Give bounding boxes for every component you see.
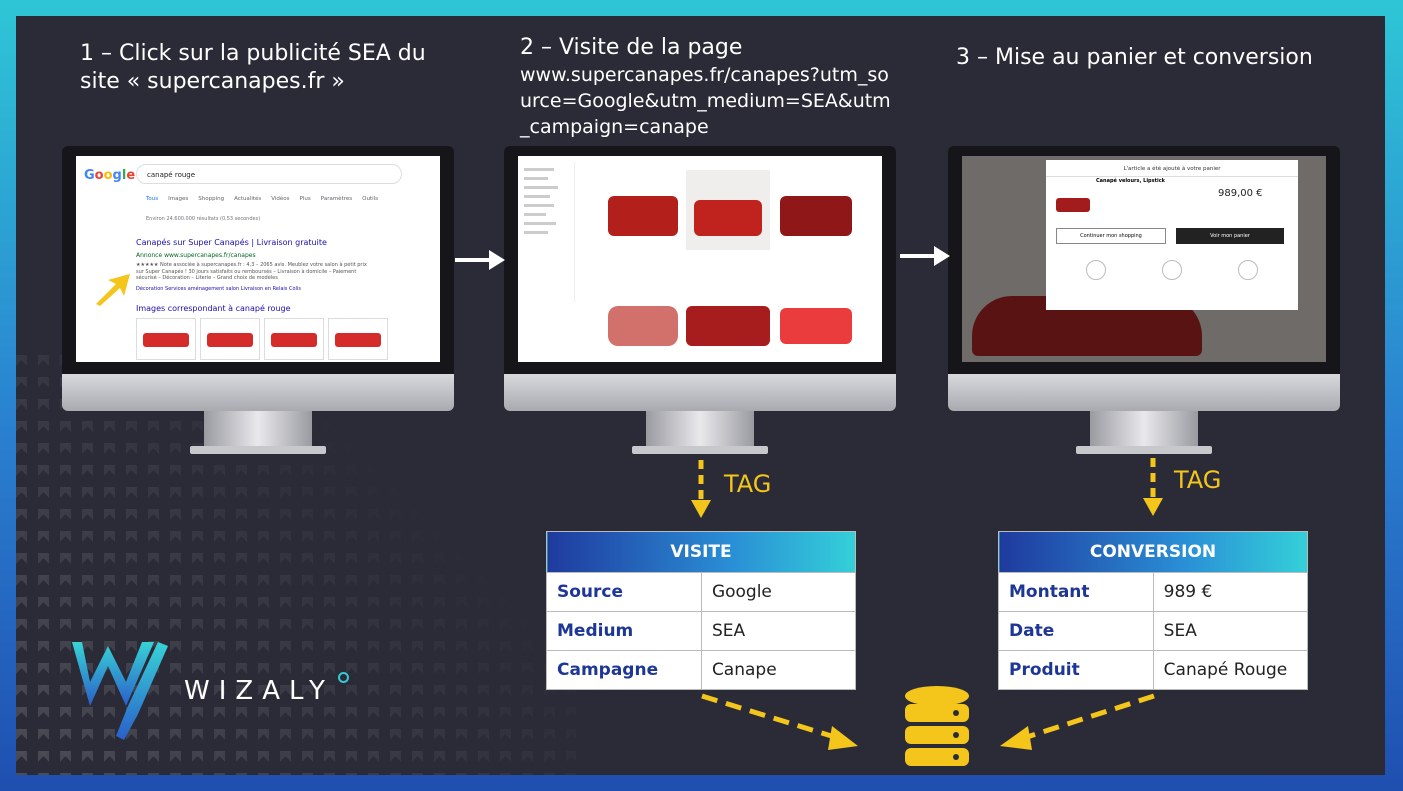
view-cart-button[interactable]: Voir mon panier [1176,228,1284,244]
cart-screen: L'article a été ajouté à votre panier Ca… [962,156,1326,362]
continue-shopping-button[interactable]: Continuer mon shopping [1056,228,1166,244]
conversion-key: Date [998,611,1154,651]
cart-price: 989,00 € [1218,188,1263,199]
ad-url[interactable]: Annonce www.supercanapes.fr/canapes [136,252,256,259]
conversion-value: 989 € [1152,572,1309,612]
filter-sidebar [524,162,575,302]
results-count: Environ 24.600.000 résultats (0,53 secon… [146,216,261,222]
conversion-value: SEA [1152,611,1309,651]
product-image-3[interactable] [780,196,852,236]
product-listing-screen [518,156,882,362]
step-3-caption: 3 – Mise au panier et conversion [956,45,1313,70]
dashed-arrow-left-icon [701,693,858,750]
visite-value: Google [700,572,857,612]
conversion-key: Montant [998,572,1154,612]
brand-dot-icon [338,672,349,683]
product-image-2[interactable] [686,170,770,250]
image-thumbnails [136,318,388,360]
visite-value: SEA [700,611,857,651]
delivery-icon [1086,260,1106,280]
arrow-right-2-icon [900,246,950,266]
database-icon [905,686,969,766]
google-results-screen: Google canapé rouge Tous Images Shopping Ac… [76,156,440,362]
dashed-arrow-right-icon [1000,693,1155,750]
step-2-caption: 2 – Visite de la page [520,35,743,60]
visite-key: Campagne [546,650,702,690]
tab-images[interactable]: Images [168,196,189,202]
google-logo: Google [84,168,136,183]
visite-key: Medium [546,611,702,651]
tab-shopping[interactable]: Shopping [198,196,225,202]
slide-canvas: 1 – Click sur la publicité SEA du site «… [16,16,1385,775]
conversion-key: Produit [998,650,1154,690]
tab-plus[interactable]: Plus [299,196,311,202]
images-section-title[interactable]: Images correspondant à canapé rouge [136,304,291,313]
brand-name: WIZALY [184,676,334,706]
payment-icon [1238,260,1258,280]
tag-arrow-2-icon [1143,458,1163,516]
search-query: canapé rouge [147,171,196,179]
cart-popup: L'article a été ajouté à votre panier Ca… [1046,160,1298,310]
step-1-caption: 1 – Click sur la publicité SEA du site «… [80,41,426,94]
wizaly-logo-icon [72,642,168,740]
ad-sitelinks[interactable]: Décoration Services aménagement salon Li… [136,286,301,292]
ad-description: ★★★★★ Note associée à supercanapes.fr : … [136,262,367,281]
arrow-pointer-icon [96,274,130,306]
google-search-input[interactable]: canapé rouge [136,164,402,184]
ad-title-link[interactable]: Canapés sur Super Canapés | Livraison gr… [136,238,327,247]
tab-videos[interactable]: Vidéos [271,196,290,202]
step-2-url: www.supercanapes.fr/canapes?utm_source=G… [520,64,891,138]
google-tabs: Tous Images Shopping Actualités Vidéos Plus Pa… [146,196,388,202]
cart-product-name: Canapé velours, Lipstick [1096,178,1165,184]
conversion-value: Canapé Rouge [1152,650,1309,690]
product-image-1[interactable] [608,196,678,236]
product-image-4[interactable] [608,306,678,346]
arrow-right-1-icon [455,250,505,270]
visite-title: VISITE [546,531,856,573]
tag-label-1: TAG [724,470,772,498]
tab-actualites[interactable]: Actualités [234,196,262,202]
tag-label-2: TAG [1174,466,1222,494]
tab-outils[interactable]: Outils [362,196,379,202]
return-icon [1162,260,1182,280]
conversion-title: CONVERSION [998,531,1308,573]
tab-parametres[interactable]: Paramètres [320,196,353,202]
product-image-5[interactable] [686,306,770,346]
cart-popup-header: L'article a été ajouté à votre panier [1046,160,1298,177]
tab-tous[interactable]: Tous [146,196,159,202]
cart-product-image [1056,198,1090,212]
tag-arrow-1-icon [691,460,711,518]
visite-value: Canape [700,650,857,690]
product-image-6[interactable] [780,308,852,344]
visite-key: Source [546,572,702,612]
